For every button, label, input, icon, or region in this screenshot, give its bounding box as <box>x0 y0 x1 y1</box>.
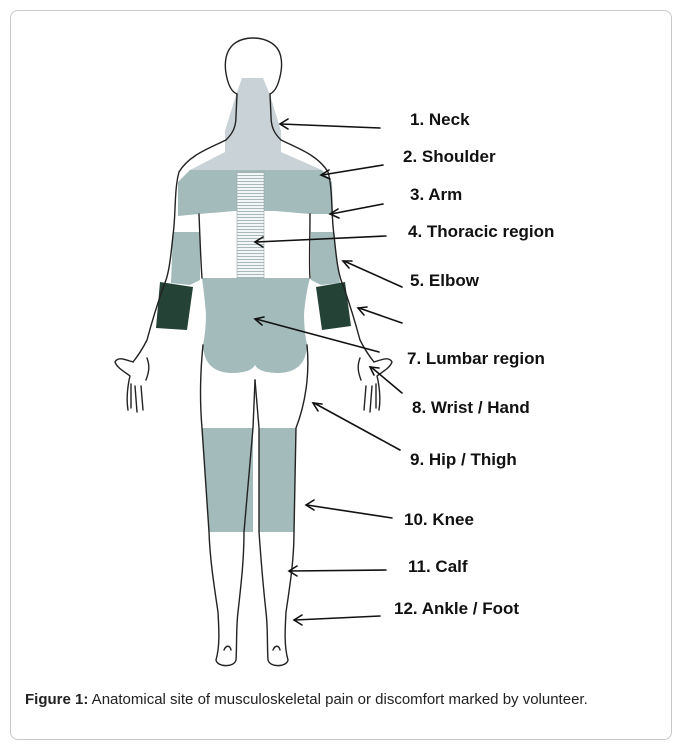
label-neck: 1. Neck <box>410 110 470 129</box>
body-diagram: 1. Neck 2. Shoulder 3. Arm 4. Thoracic r… <box>0 0 678 680</box>
caption-text: Anatomical site of musculoskeletal pain … <box>88 691 587 708</box>
forearm-right-region <box>316 282 351 330</box>
figure-caption: Figure 1: Anatomical site of musculoskel… <box>25 689 665 710</box>
label-ankle: 12. Ankle / Foot <box>394 599 519 618</box>
label-arm: 3. Arm <box>410 185 462 204</box>
lumbar-region <box>202 278 310 373</box>
label-shoulder: 2. Shoulder <box>403 147 496 166</box>
label-calf: 11. Calf <box>408 557 468 576</box>
upper-arm-left-region <box>171 232 200 285</box>
label-hip: 9. Hip / Thigh <box>410 450 517 469</box>
label-thoracic: 4. Thoracic region <box>408 222 554 241</box>
label-wrist: 8. Wrist / Hand <box>412 398 530 417</box>
neck-region <box>190 78 322 170</box>
caption-label: Figure 1: <box>25 691 88 708</box>
label-knee: 10. Knee <box>404 510 474 529</box>
thoracic-region <box>237 172 264 278</box>
label-lumbar: 7. Lumbar region <box>407 349 545 368</box>
label-elbow: 5. Elbow <box>410 271 480 290</box>
forearm-left-region <box>156 282 193 330</box>
